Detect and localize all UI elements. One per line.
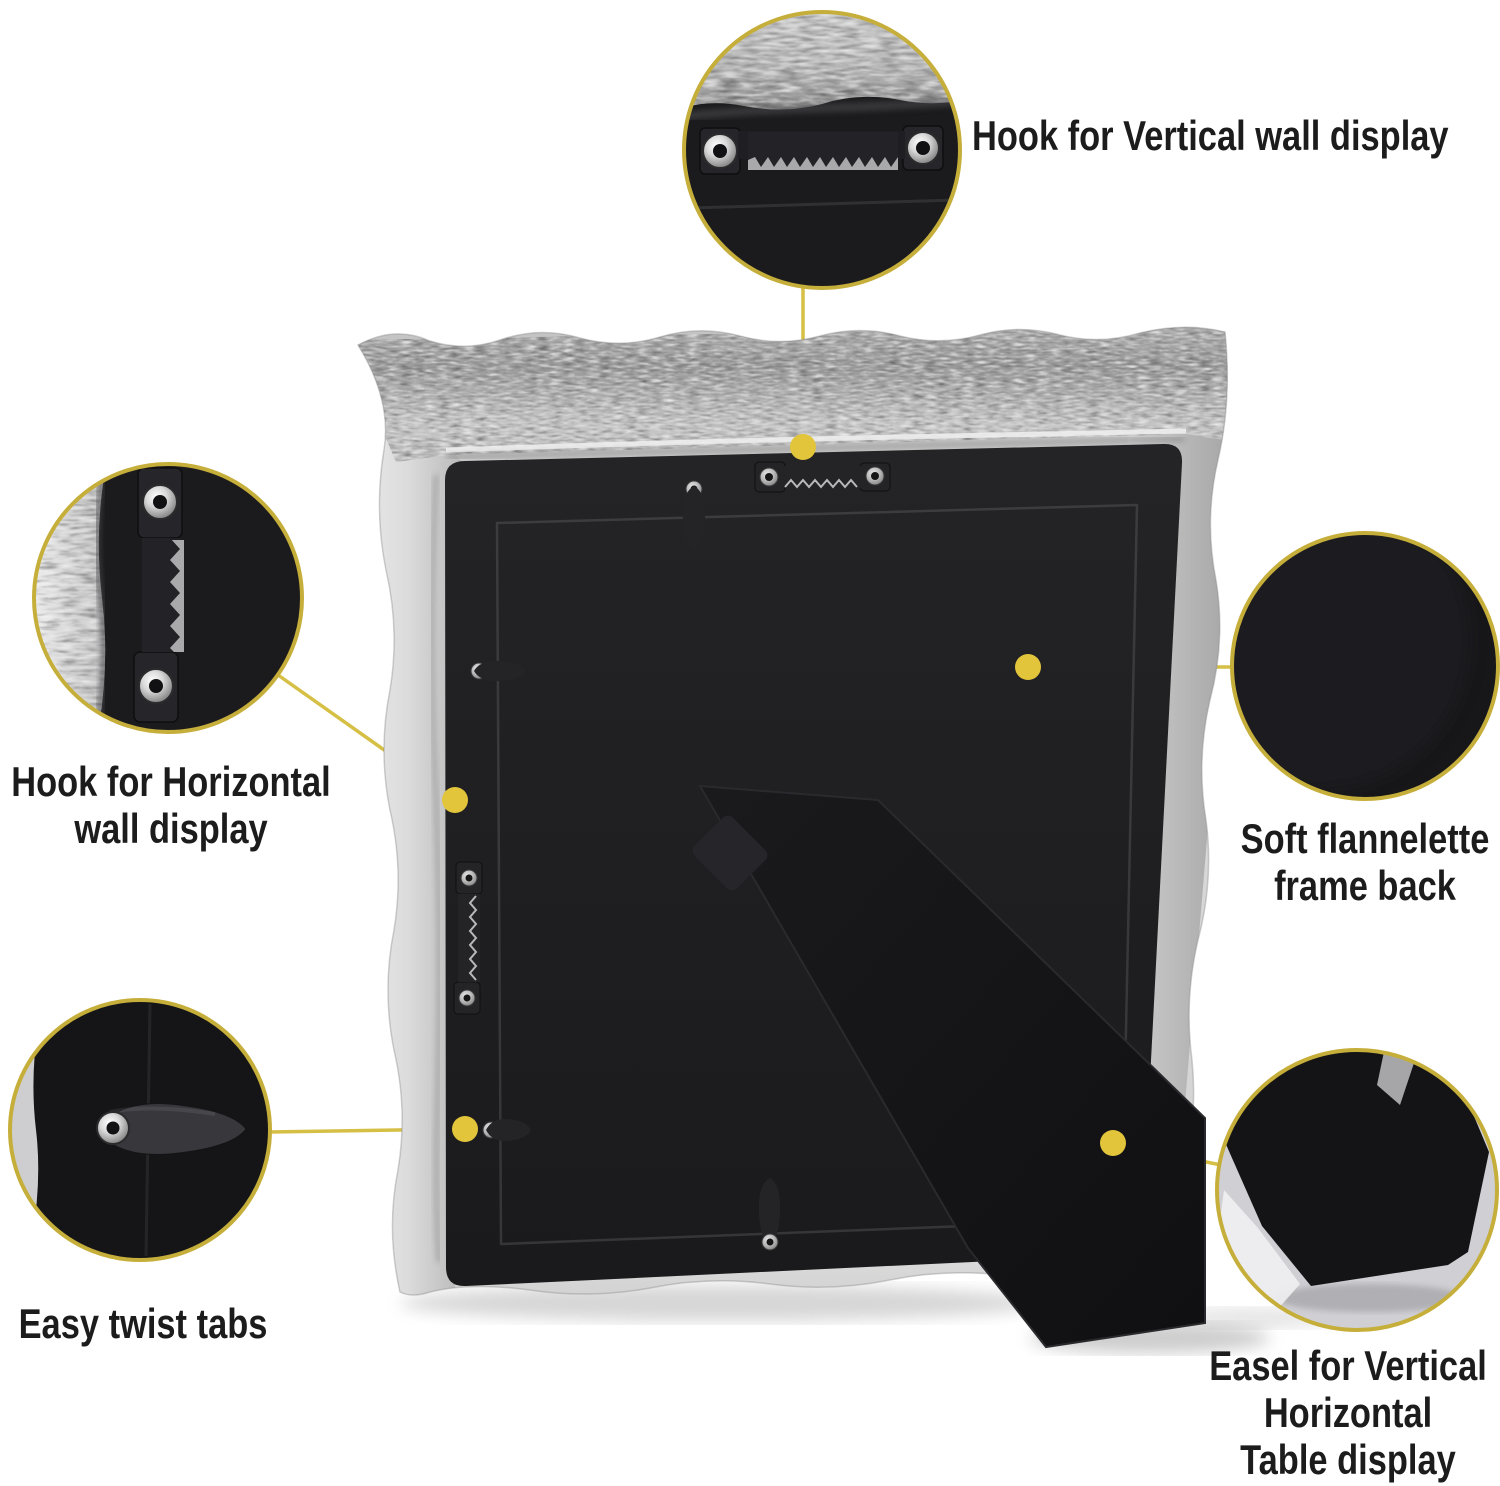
- screw: [96, 1111, 130, 1145]
- dot-easel: [1100, 1130, 1126, 1156]
- callout-easel: [1217, 1050, 1497, 1330]
- callout-ring-twist-tabs: [8, 998, 272, 1262]
- screw: [702, 133, 738, 169]
- callout-ring-hook-vertical: [682, 10, 962, 290]
- screw: [142, 484, 178, 520]
- dot-hook-vertical: [790, 434, 816, 460]
- screw: [761, 1233, 779, 1251]
- label-hook-horizontal-line1: Hook for Horizontal: [11, 758, 331, 805]
- screw: [906, 131, 940, 165]
- callout-ring-hook-horizontal: [32, 462, 304, 734]
- dot-hook-horizontal: [442, 787, 468, 813]
- ground-shadows: [400, 1285, 1335, 1353]
- leader-dots: [442, 434, 1126, 1156]
- dot-twist-tabs: [452, 1116, 478, 1142]
- label-hook-vertical: Hook for Vertical wall display: [972, 112, 1449, 159]
- screw: [460, 869, 478, 887]
- callout-twist-tabs: [10, 1000, 270, 1260]
- easel-hinge: [692, 815, 768, 891]
- label-hook-horizontal-line2: wall display: [74, 805, 268, 852]
- twist-tab-left-upper: [470, 660, 526, 682]
- screw: [138, 668, 174, 704]
- twist-tab-top: [682, 480, 706, 549]
- label-flannelette-line2: frame back: [1274, 862, 1456, 909]
- label-easel-line2: Horizontal: [1263, 1389, 1433, 1436]
- twist-tab-bottom: [758, 1178, 781, 1251]
- callout-ring-easel: [1215, 1048, 1499, 1332]
- screw: [865, 466, 885, 486]
- label-easel-line1: Easel for Vertical: [1209, 1342, 1487, 1389]
- screw: [759, 467, 779, 487]
- label-flannelette-line1: Soft flannelette: [1240, 815, 1490, 862]
- sawtooth-hanger-left: [453, 861, 483, 1015]
- screw: [458, 989, 476, 1007]
- sawtooth-hanger-top: [754, 461, 891, 493]
- dot-flannelette: [1015, 654, 1041, 680]
- label-twist-tabs: Easy twist tabs: [18, 1300, 268, 1347]
- easel-stand: [692, 784, 1206, 1349]
- callout-hook-vertical: [684, 12, 960, 288]
- callout-ring-flannelette: [1230, 531, 1500, 801]
- twist-tab-left-lower: [482, 1118, 531, 1142]
- callout-hook-horizontal: [34, 464, 302, 732]
- label-easel-line3: Table display: [1240, 1436, 1456, 1483]
